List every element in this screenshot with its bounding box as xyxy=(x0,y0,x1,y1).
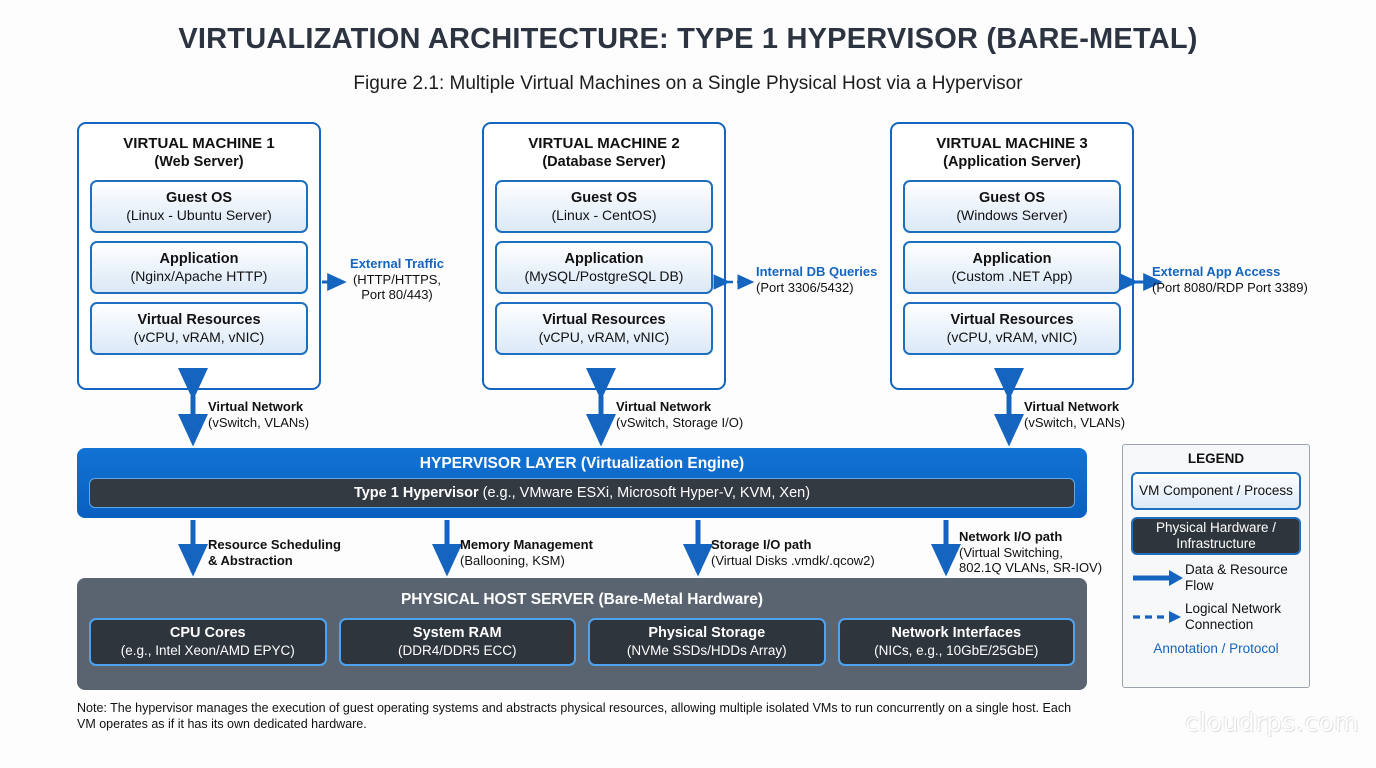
hypervisor-title: HYPERVISOR LAYER (Virtualization Engine) xyxy=(419,455,745,472)
vm-3-guest-os[interactable]: Guest OS (Windows Server) xyxy=(903,180,1121,233)
hypervisor-layer[interactable]: HYPERVISOR LAYER (Virtualization Engine)… xyxy=(77,448,1087,518)
connector-label-vm-3: Virtual Network (vSwitch, VLANs) xyxy=(1024,399,1126,430)
legend-swatch-hardware: Physical Hardware / Infrastructure xyxy=(1131,517,1301,555)
annotation-vm-3: External App Access (Port 8080/RDP Port … xyxy=(1152,264,1308,295)
hypervisor-bar-bold: Type 1 Hypervisor xyxy=(353,485,479,501)
vm-2-title: VIRTUAL MACHINE 2 (Database Server) xyxy=(484,134,724,172)
footer-note: Note: The hypervisor manages the executi… xyxy=(77,701,1072,731)
legend-row-logical-connection: Logical Network Connection xyxy=(1131,601,1301,633)
legend-panel: LEGEND VM Component / Process Physical H… xyxy=(1122,444,1310,688)
flow-label-memory-management: Memory Management (Ballooning, KSM) xyxy=(460,537,593,568)
vm-1-guest-os[interactable]: Guest OS (Linux - Ubuntu Server) xyxy=(90,180,308,233)
vm-box-1[interactable]: VIRTUAL MACHINE 1 (Web Server) Guest OS … xyxy=(77,122,321,390)
physical-card-ram[interactable]: System RAM (DDR4/DDR5 ECC) xyxy=(338,618,576,666)
flow-label-resource-scheduling: Resource Scheduling & Abstraction xyxy=(208,537,341,568)
watermark: cloudrps.com xyxy=(1185,708,1360,737)
vm-3-title: VIRTUAL MACHINE 3 (Application Server) xyxy=(892,134,1132,172)
physical-card-storage[interactable]: Physical Storage (NVMe SSDs/HDDs Array) xyxy=(588,618,826,666)
legend-label-logical-connection: Logical Network Connection xyxy=(1185,601,1282,632)
connector-label-vm-1: Virtual Network (vSwitch, VLANs) xyxy=(208,399,310,430)
vm-3-name: VIRTUAL MACHINE 3 xyxy=(936,135,1088,152)
vm-1-name: VIRTUAL MACHINE 1 xyxy=(123,135,275,152)
vm-2-role: (Database Server) xyxy=(542,154,666,170)
page-title: VIRTUALIZATION ARCHITECTURE: TYPE 1 HYPE… xyxy=(178,23,1198,55)
vm-2-guest-os[interactable]: Guest OS (Linux - CentOS) xyxy=(495,180,713,233)
vm-1-title: VIRTUAL MACHINE 1 (Web Server) xyxy=(79,134,319,172)
figure-subtitle: Figure 2.1: Multiple Virtual Machines on… xyxy=(353,73,1023,94)
legend-label-data-flow: Data & Resource Flow xyxy=(1185,562,1288,593)
vm-3-application[interactable]: Application (Custom .NET App) xyxy=(903,241,1121,294)
legend-label-annotation: Annotation / Protocol xyxy=(1153,641,1279,656)
solid-arrow-icon xyxy=(1131,565,1185,591)
physical-card-cpu[interactable]: CPU Cores (e.g., Intel Xeon/AMD EPYC) xyxy=(89,618,327,666)
vm-3-virtual-resources[interactable]: Virtual Resources (vCPU, vRAM, vNIC) xyxy=(903,302,1121,355)
vm-2-name: VIRTUAL MACHINE 2 xyxy=(528,135,680,152)
legend-swatch-vm: VM Component / Process xyxy=(1131,472,1301,510)
vm-1-virtual-resources[interactable]: Virtual Resources (vCPU, vRAM, vNIC) xyxy=(90,302,308,355)
physical-card-network[interactable]: Network Interfaces (NICs, e.g., 10GbE/25… xyxy=(837,618,1075,666)
physical-host-server[interactable]: PHYSICAL HOST SERVER (Bare-Metal Hardwar… xyxy=(77,578,1087,690)
hypervisor-bar-rest: (e.g., VMware ESXi, Microsoft Hyper-V, K… xyxy=(482,485,811,501)
annotation-vm-2: Internal DB Queries (Port 3306/5432) xyxy=(756,264,878,295)
vm-2-application[interactable]: Application (MySQL/PostgreSQL DB) xyxy=(495,241,713,294)
vm-1-role: (Web Server) xyxy=(154,154,244,170)
hypervisor-product-bar: Type 1 Hypervisor (e.g., VMware ESXi, Mi… xyxy=(89,478,1075,508)
legend-row-data-flow: Data & Resource Flow xyxy=(1131,562,1301,594)
vm-1-application[interactable]: Application (Nginx/Apache HTTP) xyxy=(90,241,308,294)
physical-host-cards: CPU Cores (e.g., Intel Xeon/AMD EPYC) Sy… xyxy=(89,618,1075,666)
dashed-arrow-icon xyxy=(1131,604,1185,630)
flow-label-storage-io: Storage I/O path (Virtual Disks .vmdk/.q… xyxy=(711,537,875,568)
vm-box-3[interactable]: VIRTUAL MACHINE 3 (Application Server) G… xyxy=(890,122,1134,390)
vm-box-2[interactable]: VIRTUAL MACHINE 2 (Database Server) Gues… xyxy=(482,122,726,390)
legend-title: LEGEND xyxy=(1187,451,1245,466)
annotation-vm-1: External Traffic (HTTP/HTTPS, Port 80/44… xyxy=(350,256,444,302)
flow-label-network-io: Network I/O path (Virtual Switching, 802… xyxy=(959,529,1103,575)
connector-label-vm-2: Virtual Network (vSwitch, Storage I/O) xyxy=(616,399,744,430)
vm-3-role: (Application Server) xyxy=(943,154,1081,170)
physical-host-title: PHYSICAL HOST SERVER (Bare-Metal Hardwar… xyxy=(400,591,764,608)
vm-2-virtual-resources[interactable]: Virtual Resources (vCPU, vRAM, vNIC) xyxy=(495,302,713,355)
